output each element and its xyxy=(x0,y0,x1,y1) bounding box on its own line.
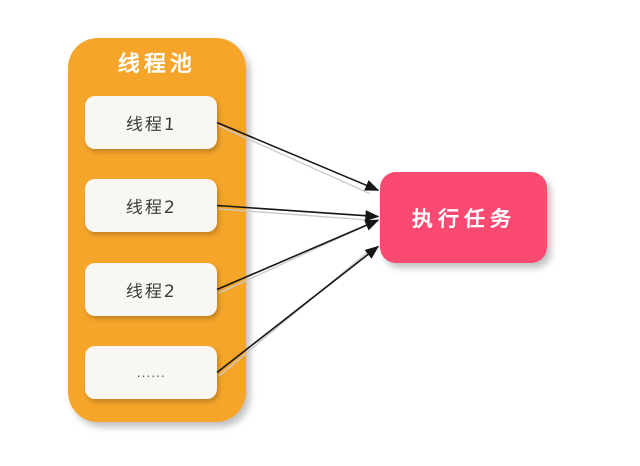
thread-3-label: 线程2 xyxy=(124,282,177,302)
execute-task-box: 执行任务 xyxy=(380,172,547,263)
thread-pool-title: 线程池 xyxy=(117,52,197,77)
thread-pool-container: 线程池 线程1 线程2 线程2 ...... xyxy=(68,38,246,422)
thread-box-1: 线程1 xyxy=(85,96,217,149)
thread-2-label: 线程2 xyxy=(124,198,177,218)
thread-1-label: 线程1 xyxy=(124,115,177,135)
thread-ellipsis-label: ...... xyxy=(136,365,166,380)
thread-box-3: 线程2 xyxy=(85,263,217,316)
execute-task-label: 执行任务 xyxy=(411,206,516,231)
thread-box-ellipsis: ...... xyxy=(85,346,217,399)
thread-box-2: 线程2 xyxy=(85,179,217,232)
